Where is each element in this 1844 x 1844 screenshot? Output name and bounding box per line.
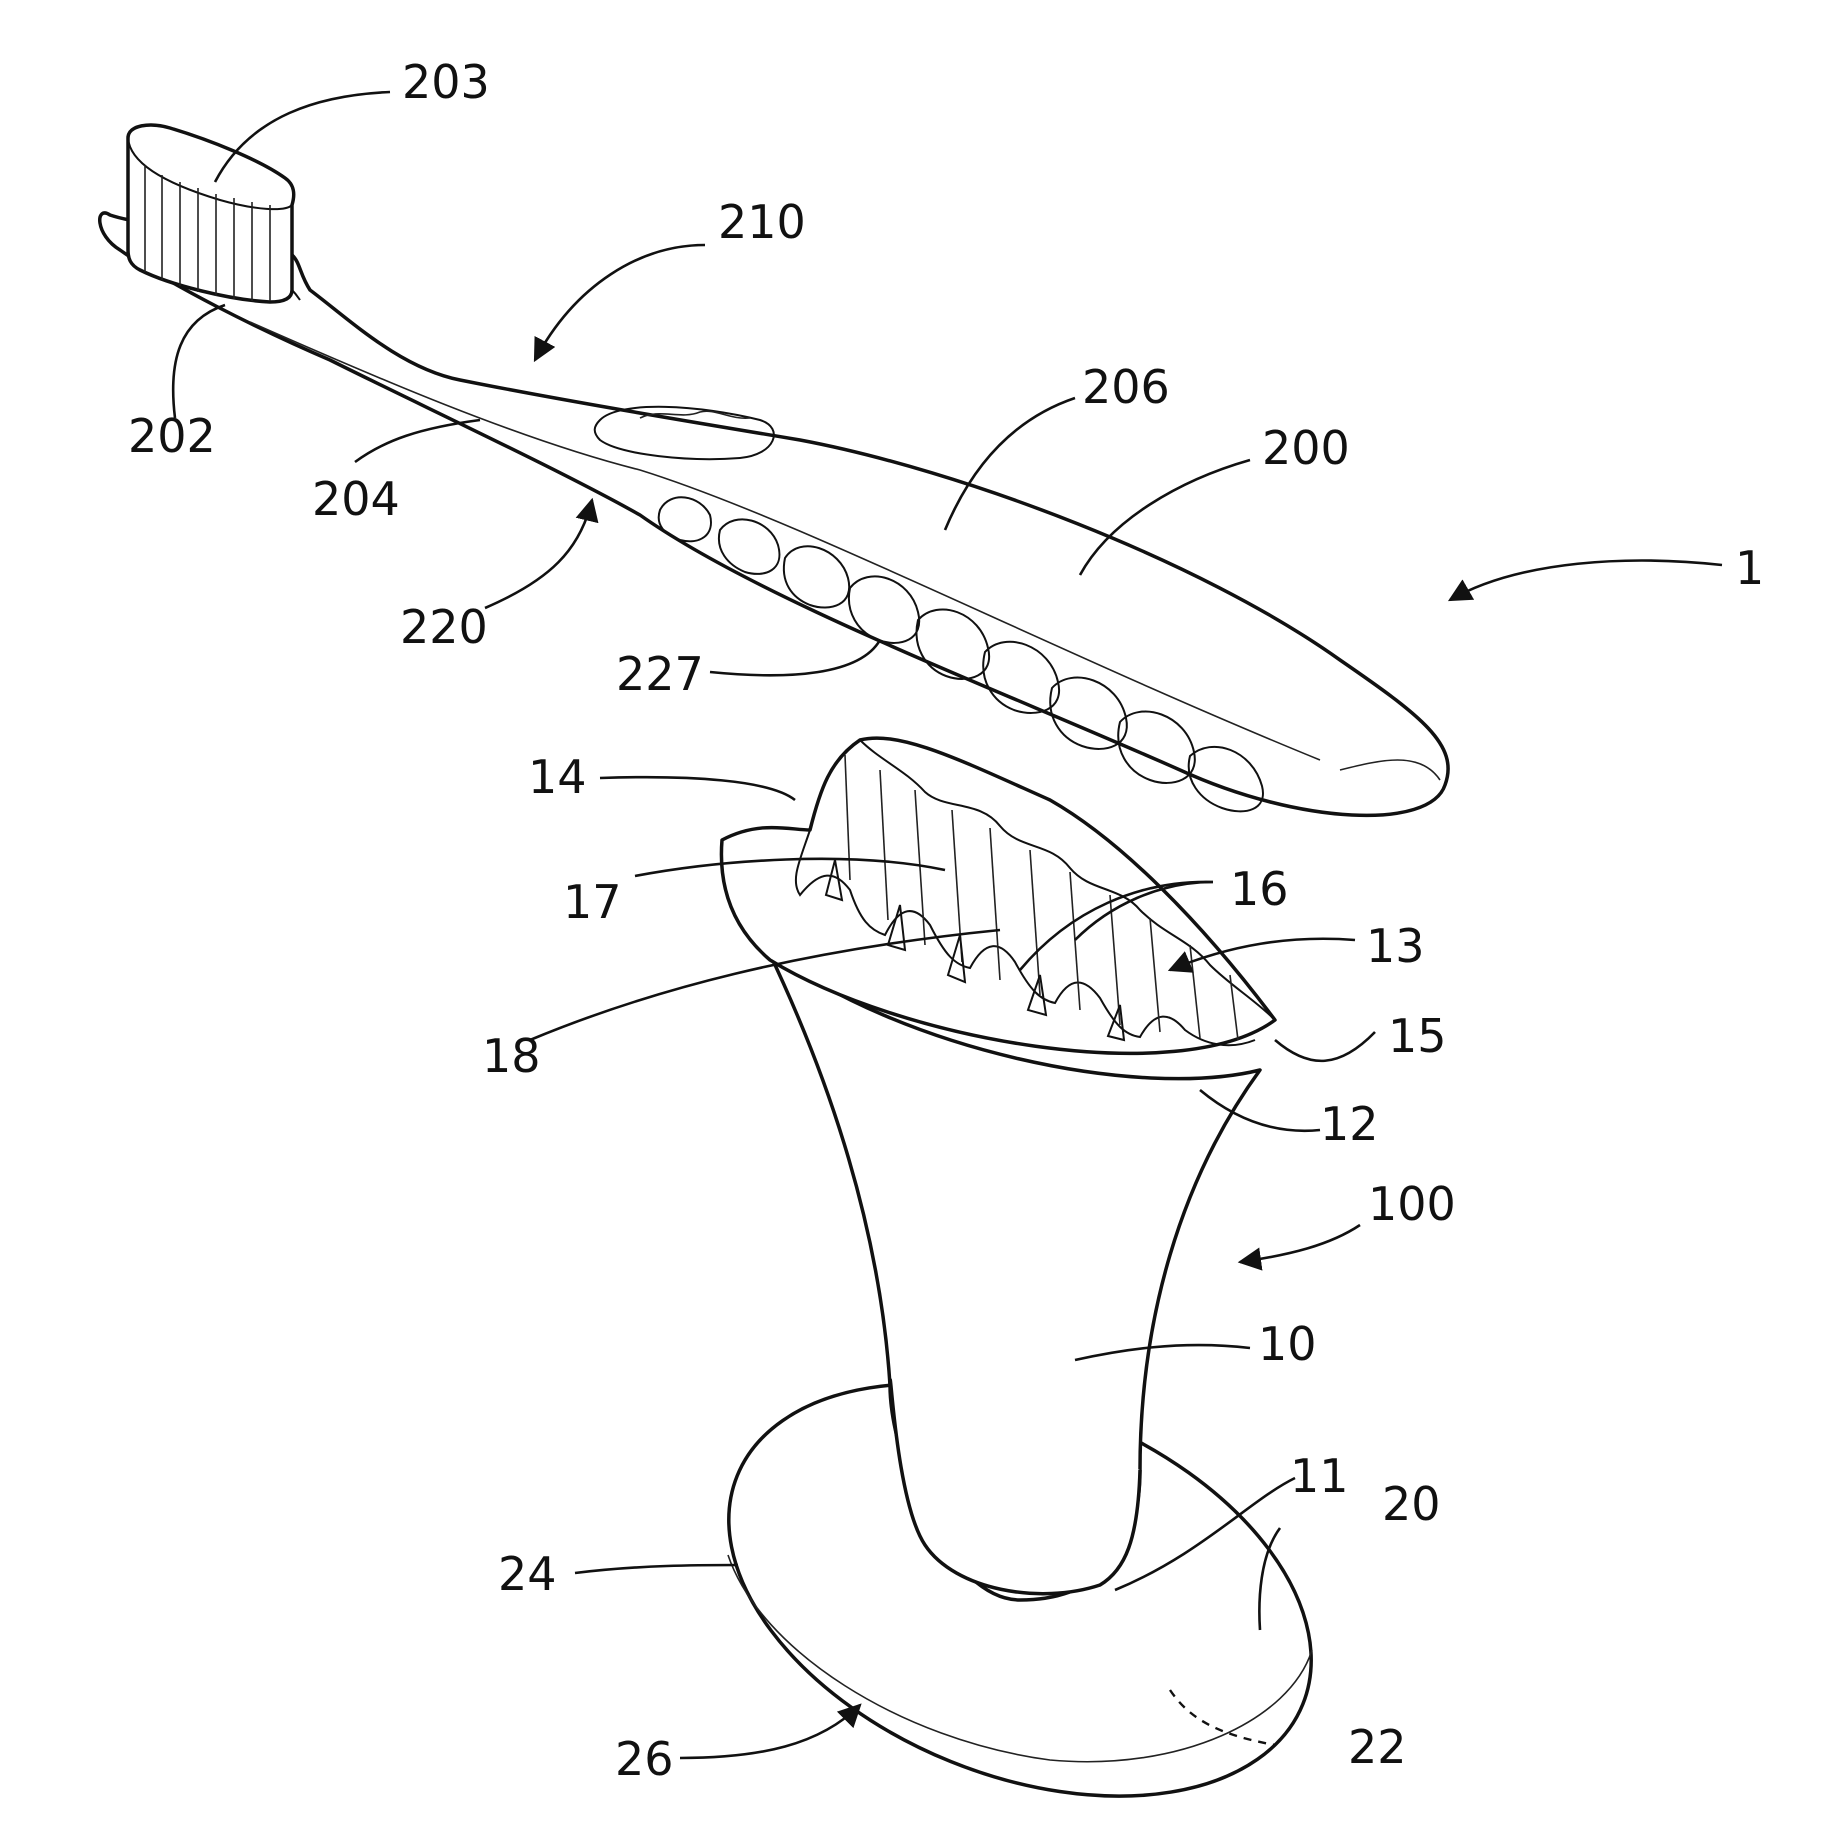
label-206: 206 bbox=[1082, 360, 1170, 414]
label-16: 16 bbox=[1230, 862, 1289, 916]
label-204: 204 bbox=[312, 472, 400, 526]
label-20: 20 bbox=[1382, 1477, 1441, 1531]
label-210: 210 bbox=[718, 195, 806, 249]
label-12: 12 bbox=[1320, 1097, 1379, 1151]
label-26: 26 bbox=[615, 1732, 674, 1786]
label-220: 220 bbox=[400, 600, 488, 654]
label-10: 10 bbox=[1258, 1317, 1317, 1371]
label-24: 24 bbox=[498, 1547, 557, 1601]
label-227: 227 bbox=[616, 647, 704, 701]
label-200: 200 bbox=[1262, 421, 1350, 475]
toothbrush-bristles bbox=[128, 125, 294, 302]
label-17: 17 bbox=[563, 875, 622, 929]
label-202: 202 bbox=[128, 409, 216, 463]
label-11: 11 bbox=[1290, 1449, 1349, 1503]
label-13: 13 bbox=[1366, 919, 1425, 973]
label-1: 1 bbox=[1735, 541, 1764, 595]
toothbrush-handle bbox=[100, 213, 1448, 815]
label-15: 15 bbox=[1388, 1009, 1447, 1063]
label-18: 18 bbox=[482, 1029, 541, 1083]
label-22: 22 bbox=[1348, 1720, 1407, 1774]
label-100: 100 bbox=[1368, 1177, 1456, 1231]
label-14: 14 bbox=[528, 750, 587, 804]
label-203: 203 bbox=[402, 55, 490, 109]
